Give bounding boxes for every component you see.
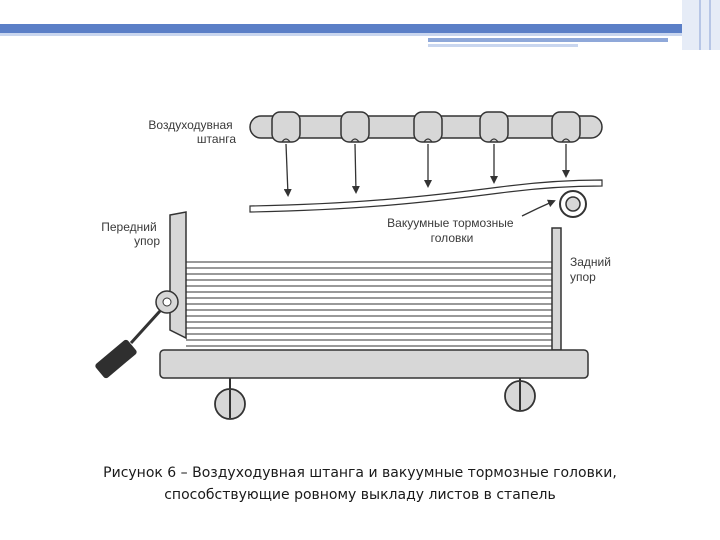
air-flow-arrow xyxy=(351,143,360,194)
air-blowing-bar xyxy=(249,111,603,143)
stack-platform xyxy=(159,349,589,379)
sheet-stack xyxy=(186,261,552,347)
label-rear-stop-line2: упор xyxy=(570,270,596,284)
vacuum-brake-head xyxy=(559,190,587,218)
label-front-stop: Передний упор xyxy=(101,220,160,248)
front-stop xyxy=(95,211,187,379)
front-stop-handle xyxy=(95,339,137,379)
label-vacuum-heads-line2: головки xyxy=(431,231,474,245)
rear-stop xyxy=(551,227,562,351)
header-underline xyxy=(428,38,668,42)
front-stop-lever xyxy=(129,309,162,345)
figure-caption-line1: Рисунок 6 – Воздуходувная штанга и вакуу… xyxy=(103,465,617,481)
label-air-bar-line1: Воздуходувная xyxy=(148,118,232,132)
label-rear-stop: Задний упор xyxy=(570,255,614,284)
label-front-stop-line1: Передний xyxy=(101,220,156,234)
label-rear-stop-line1: Задний xyxy=(570,255,611,269)
nozzle xyxy=(340,111,370,143)
label-air-bar-line2: штанга xyxy=(197,132,236,146)
cart-wheel xyxy=(214,378,246,420)
label-vacuum-heads-line1: Вакуумные тормозные xyxy=(387,216,514,230)
cart-wheel xyxy=(504,378,536,412)
nozzle xyxy=(479,111,509,143)
label-vacuum-heads: Вакуумные тормозные головки xyxy=(387,216,517,245)
label-air-bar: Воздуходувная штанга xyxy=(148,118,236,146)
header-band xyxy=(0,24,720,33)
air-flow-arrows xyxy=(283,143,570,197)
header-band-light xyxy=(0,33,720,36)
air-flow-arrow xyxy=(283,143,292,197)
figure-caption-line2: способствующие ровному выкладу листов в … xyxy=(164,487,556,503)
nozzle xyxy=(551,111,581,143)
incoming-sheet xyxy=(249,179,603,213)
nozzle xyxy=(413,111,443,143)
label-front-stop-line2: упор xyxy=(134,234,160,248)
figure-caption: Рисунок 6 – Воздуходувная штанга и вакуу… xyxy=(40,462,680,506)
vacuum-heads-pointer xyxy=(521,199,556,217)
header-underline-light xyxy=(428,44,578,47)
nozzle xyxy=(271,111,301,143)
slide-header-decoration xyxy=(0,0,720,50)
